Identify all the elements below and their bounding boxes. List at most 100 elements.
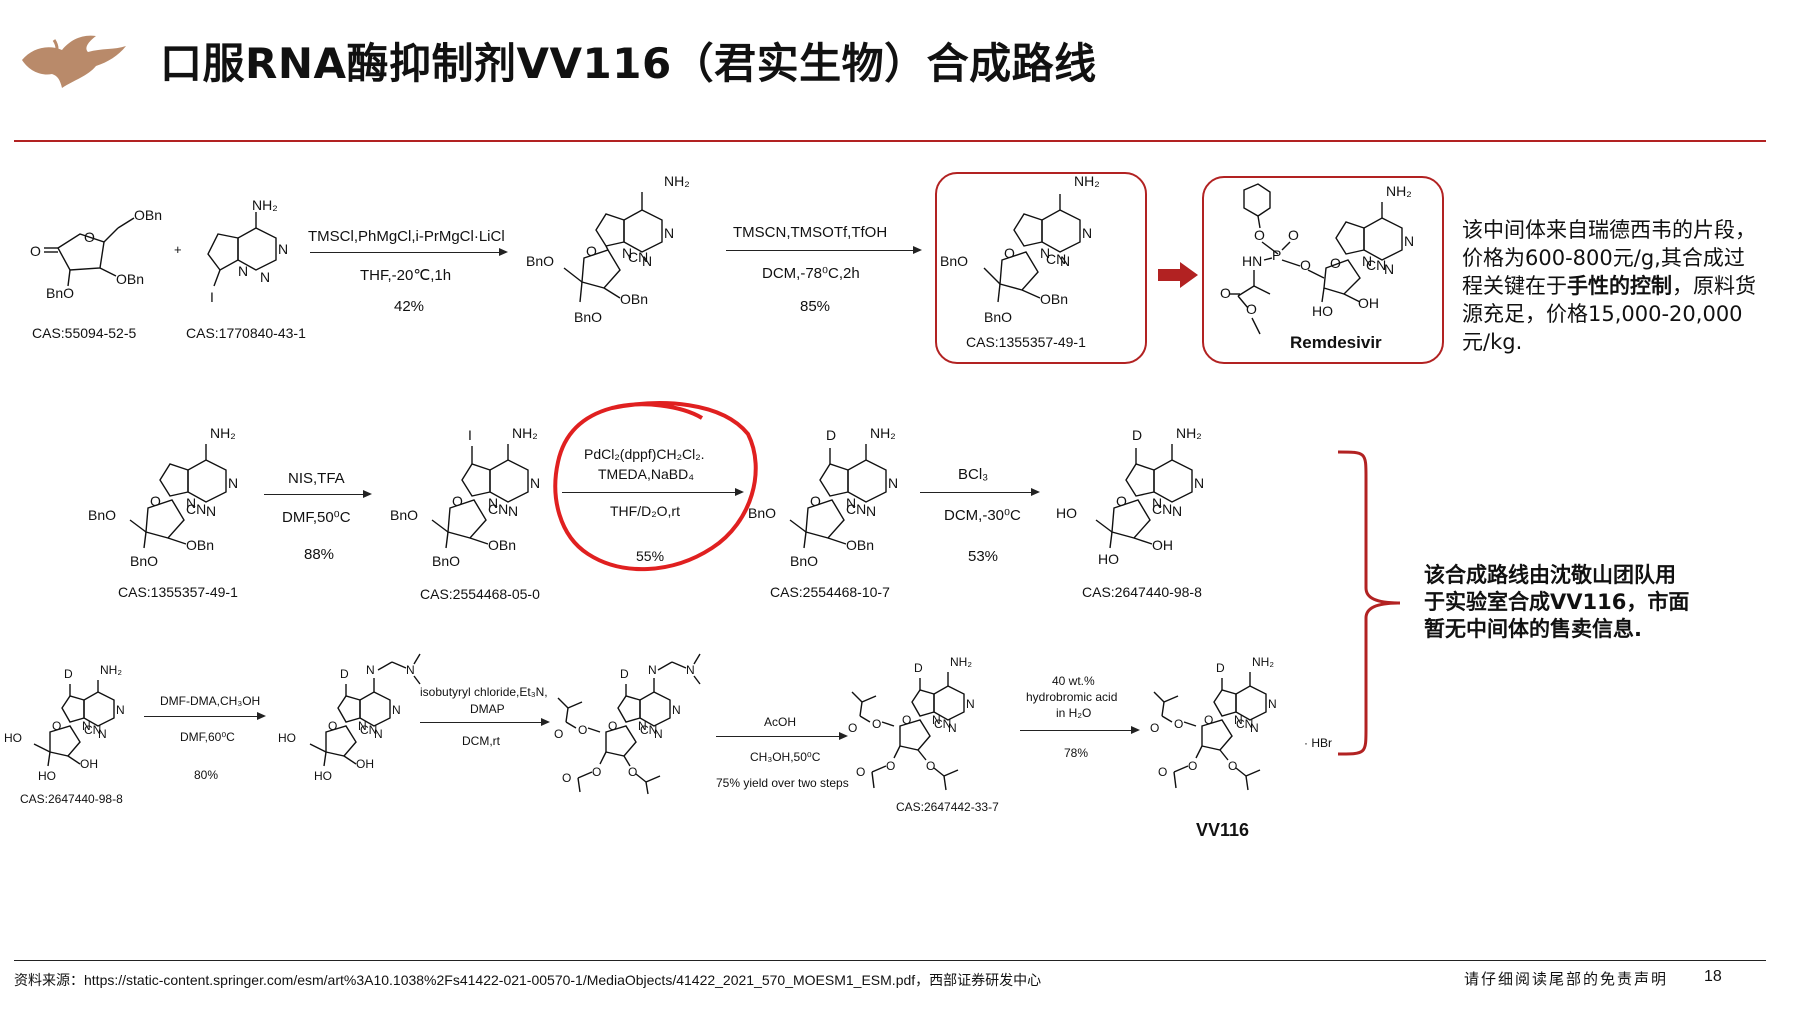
svg-text:NH₂: NH₂ [512, 425, 538, 441]
svg-text:O: O [452, 493, 463, 509]
svg-text:NH₂: NH₂ [210, 425, 236, 441]
page-title: 口服RNA酶抑制剂VV116（君实生物）合成路线 [160, 39, 1097, 88]
condition: DCM,-30⁰C [944, 507, 1021, 524]
molecule-iodo-intermediate: O I NH₂ NNN CN BnO OBn BnO [390, 425, 540, 569]
svg-text:N: N [664, 225, 674, 241]
svg-text:OBn: OBn [134, 207, 162, 223]
reagent: hydrobromic acid [1026, 690, 1118, 704]
svg-text:O: O [1116, 493, 1127, 509]
cas-label: CAS:2647442-33-7 [896, 800, 999, 814]
svg-text:O: O [608, 719, 617, 733]
reaction-arrow [1020, 726, 1140, 734]
condition: DCM,-78⁰C,2h [762, 265, 860, 282]
title-divider [14, 140, 1766, 142]
cas-label: CAS:2554468-10-7 [770, 584, 890, 600]
plus-sign: + [174, 242, 182, 257]
molecule-pyrrolotriazine: NH₂ NNN I [207, 197, 288, 305]
svg-text:O: O [902, 713, 911, 727]
svg-text:N: N [638, 719, 647, 733]
reaction-arrow [726, 246, 922, 254]
reagent: TMEDA,NaBD₄ [598, 466, 694, 482]
cas-label: CAS:2647440-98-8 [1082, 584, 1202, 600]
svg-text:OBn: OBn [186, 537, 214, 553]
svg-text:HO: HO [314, 769, 332, 783]
svg-text:OH: OH [356, 757, 374, 771]
red-arrow-icon [1158, 262, 1198, 288]
svg-text:N: N [686, 663, 695, 677]
condition: CH₃OH,50⁰C [750, 750, 821, 764]
svg-text:I: I [210, 289, 214, 305]
reaction-arrow [562, 488, 744, 496]
page-number: 18 [1704, 968, 1722, 985]
svg-text:NH₂: NH₂ [1386, 183, 1412, 199]
svg-text:N: N [1234, 713, 1243, 727]
highlight-box-remdesivir [1202, 176, 1444, 364]
svg-text:BnO: BnO [748, 505, 776, 521]
svg-text:HO: HO [38, 769, 56, 783]
molecule-triester: O O O D NH₂ NNN CN O O O [848, 655, 975, 791]
reaction-arrow [420, 718, 550, 726]
svg-text:O: O [150, 493, 161, 509]
svg-text:O: O [1004, 245, 1015, 261]
svg-text:HN: HN [1242, 253, 1262, 269]
svg-text:OBn: OBn [488, 537, 516, 553]
svg-text:N: N [374, 727, 383, 741]
reagent: PdCl₂(dppf)CH₂Cl₂. [584, 446, 705, 462]
svg-text:NH₂: NH₂ [664, 173, 690, 189]
svg-text:D: D [1216, 661, 1225, 675]
svg-text:N: N [238, 263, 248, 279]
svg-text:N: N [648, 663, 657, 677]
hbr-salt: · HBr [1304, 736, 1332, 750]
yield: 85% [800, 298, 831, 315]
svg-text:D: D [914, 661, 923, 675]
svg-text:OBn: OBn [846, 537, 874, 553]
svg-text:O: O [1220, 285, 1231, 301]
svg-text:N: N [406, 663, 415, 677]
svg-text:HO: HO [4, 731, 22, 745]
svg-text:N: N [508, 503, 518, 519]
svg-text:CN: CN [488, 501, 508, 517]
reagent: AcOH [764, 715, 797, 729]
svg-text:N: N [366, 663, 375, 677]
svg-text:CN: CN [640, 723, 657, 737]
cas-label: CAS:2554468-05-0 [420, 586, 540, 602]
svg-text:OBn: OBn [116, 271, 144, 287]
svg-text:D: D [64, 667, 73, 681]
cas-label: CAS:1355357-49-1 [118, 584, 238, 600]
svg-text:NH₂: NH₂ [870, 425, 896, 441]
svg-text:O: O [1228, 759, 1237, 773]
svg-text:HO: HO [278, 731, 296, 745]
svg-text:OH: OH [80, 757, 98, 771]
svg-text:O: O [30, 243, 41, 259]
svg-text:O: O [1330, 255, 1341, 271]
cas-label: CAS:2647440-98-8 [20, 792, 123, 806]
svg-text:CN: CN [84, 723, 101, 737]
molecule-remdesivir: O P O HN O O O O NH₂ NNN CN OH HO [1220, 183, 1414, 335]
svg-text:CN: CN [186, 501, 206, 517]
svg-text:OH: OH [1152, 537, 1173, 553]
molecule-lactone: O OBn OBn BnO O [30, 207, 162, 301]
disclaimer-note: 请仔细阅读尾部的免责声明 [1464, 970, 1669, 988]
svg-text:OH: OH [1358, 295, 1379, 311]
svg-text:N: N [1060, 253, 1070, 269]
svg-text:P: P [1272, 247, 1281, 263]
molecule-amidine-triester: O O O D N N NNN CN O O O [554, 653, 701, 795]
svg-text:O: O [872, 717, 881, 731]
company-logo [22, 35, 126, 88]
reagent: TMSCl,PhMgCl,i-PrMgCl·LiCl [308, 228, 505, 245]
reaction-arrow [920, 488, 1040, 496]
molecule-cn-intermediate: O NH₂ NNN CN BnO OBn BnO [940, 173, 1100, 325]
svg-text:N: N [1268, 697, 1277, 711]
molecule-amidine-diol: O D N N NNN CN HO OH HO [278, 653, 421, 783]
svg-text:N: N [948, 721, 957, 735]
svg-text:D: D [1132, 427, 1142, 443]
svg-text:N: N [98, 727, 107, 741]
red-circle-annotation [553, 401, 758, 571]
svg-text:N: N [1384, 261, 1394, 277]
reagent: isobutyryl chloride,Et₃N, [420, 685, 548, 699]
svg-text:I: I [468, 427, 472, 443]
svg-text:O: O [586, 243, 597, 259]
yield: 80% [194, 768, 219, 782]
highlight-box-intermediate [935, 172, 1147, 364]
svg-text:O: O [810, 493, 821, 509]
